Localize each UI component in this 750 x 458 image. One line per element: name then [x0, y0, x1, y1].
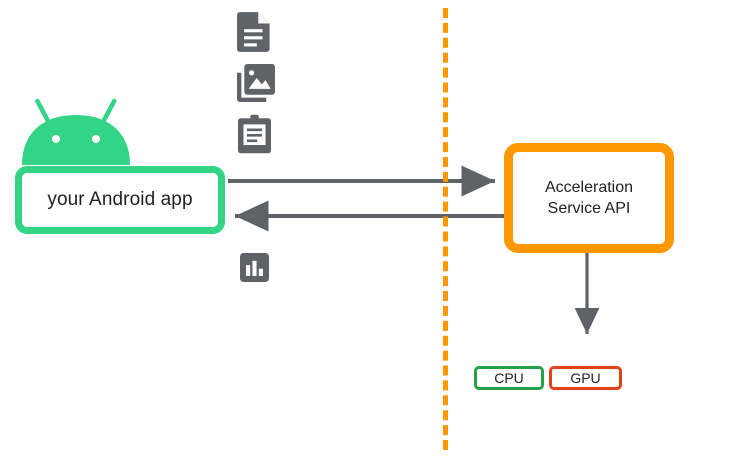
acceleration-service-label-line2: Service API: [547, 200, 631, 217]
clipboard-icon: [238, 114, 271, 154]
gpu-chip-label: GPU: [570, 370, 601, 386]
acceleration-service-label-line1: Acceleration: [544, 178, 634, 196]
cpu-chip-label: CPU: [494, 370, 524, 386]
android-app-label: your Android app: [47, 189, 193, 210]
acceleration-service-box[interactable]: Acceleration Service API: [504, 143, 674, 253]
image-library-icon: [237, 64, 275, 102]
gpu-chip[interactable]: GPU: [549, 366, 622, 390]
cpu-chip[interactable]: CPU: [474, 366, 544, 390]
document-icon: [237, 12, 271, 52]
bar-chart-icon: [240, 253, 269, 282]
android-robot-head-icon: [18, 95, 134, 167]
client-service-divider: [443, 8, 448, 450]
android-app-box[interactable]: your Android app: [15, 166, 225, 234]
